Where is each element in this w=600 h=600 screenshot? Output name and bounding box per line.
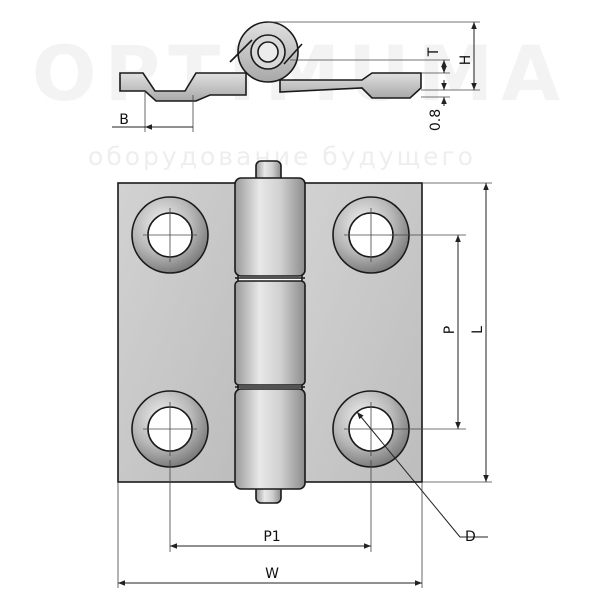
label-P1: P1 bbox=[263, 529, 280, 545]
hole-top-left bbox=[131, 196, 209, 274]
label-gap: 0.8 bbox=[428, 109, 444, 131]
label-T: T bbox=[426, 47, 442, 57]
side-pin bbox=[257, 41, 279, 63]
knuckle-bottom bbox=[234, 388, 306, 490]
front-view: L P P1 W D bbox=[117, 160, 492, 588]
label-L: L bbox=[470, 326, 486, 334]
hole-top-right bbox=[332, 196, 410, 274]
watermark-brand: OPTIMUMA bbox=[32, 29, 568, 118]
label-D: D bbox=[465, 529, 476, 545]
side-right-leaf bbox=[279, 72, 422, 99]
knuckle-middle bbox=[234, 280, 306, 386]
side-knuckle-seam-2 bbox=[283, 43, 303, 65]
hole-bottom-left bbox=[131, 390, 209, 468]
label-P: P bbox=[442, 326, 458, 334]
knuckle-top bbox=[234, 177, 306, 277]
watermark-tagline: оборудование будущего bbox=[88, 142, 476, 171]
label-B: B bbox=[119, 112, 129, 128]
label-W: W bbox=[265, 566, 279, 582]
side-knuckle-seam bbox=[229, 39, 253, 63]
side-view: T H 0.8 B bbox=[112, 21, 480, 132]
label-H: H bbox=[458, 55, 474, 66]
